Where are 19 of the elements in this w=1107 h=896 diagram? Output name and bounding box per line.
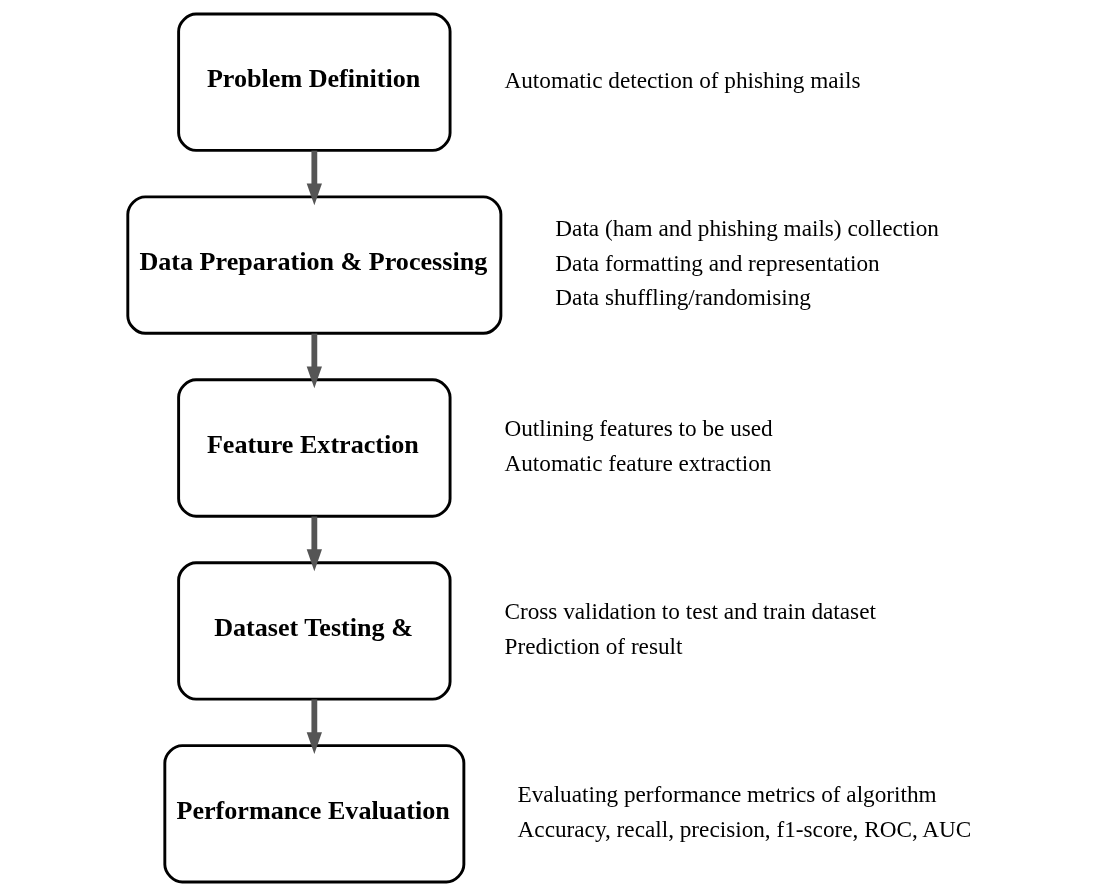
node-box: Dataset Testing & bbox=[177, 561, 452, 701]
node-label: Prediction of result bbox=[504, 632, 683, 659]
node-box: Problem Definition bbox=[177, 12, 452, 152]
node-label: Outlining features to be used bbox=[504, 415, 773, 442]
arrow bbox=[306, 699, 322, 755]
node-label: Automatic feature extraction bbox=[504, 449, 772, 476]
node-box: Data Preparation & Processing bbox=[126, 195, 503, 335]
node-label: Data formatting and representation bbox=[555, 249, 880, 276]
node-label: Data (ham and phishing mails) collection bbox=[555, 214, 939, 241]
node-label: Cross validation to test and train dataset bbox=[504, 598, 876, 624]
arrow bbox=[306, 516, 322, 572]
node-box: Performance Evaluation bbox=[163, 744, 466, 884]
arrow bbox=[306, 150, 322, 206]
node-label: Data shuffling/randomising bbox=[555, 284, 811, 311]
node-box: Feature Extraction bbox=[177, 378, 452, 518]
node-label: Accuracy, recall, precision, f1-score, ROC, AUC bbox=[517, 815, 972, 842]
arrow bbox=[306, 333, 322, 389]
node-label: Evaluating performance metrics of algorithm bbox=[517, 780, 937, 807]
node-label: Automatic detection of phishing mails bbox=[504, 66, 861, 93]
